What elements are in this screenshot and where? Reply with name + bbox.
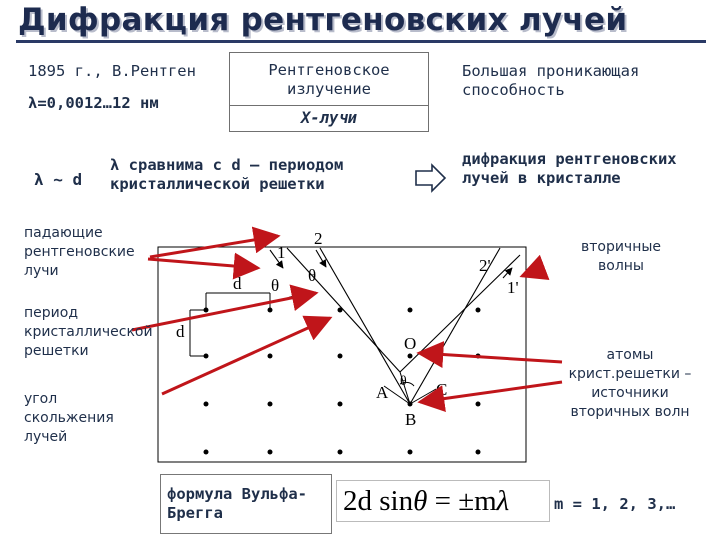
title-underline <box>16 40 706 43</box>
atom <box>337 353 343 359</box>
point-B-label: B <box>405 410 416 429</box>
page-title: Дифракция рентгеновских лучей <box>18 2 628 38</box>
point-C-label: C <box>436 380 447 399</box>
atom <box>267 449 273 455</box>
pointer-arrows <box>131 226 563 412</box>
point-O-label: O <box>404 334 416 353</box>
atom <box>267 353 273 359</box>
atom <box>203 449 209 455</box>
atom <box>475 449 481 455</box>
wavelength-range: λ=0,0012…12 нм <box>28 94 159 112</box>
atoms-label: атомы крист.решетки – источники вторичны… <box>568 347 692 420</box>
lambda-compare: λ сравнима с d – периодом кристаллическо… <box>110 156 344 193</box>
atom <box>203 401 209 407</box>
xray-box-top: Рентгеновское излучение <box>268 61 390 98</box>
formula-part-b: = ±m <box>427 485 497 517</box>
lambda-approx: λ ~ d <box>34 170 83 189</box>
d-horizontal-label: d <box>233 274 242 293</box>
formula-theta: θ <box>413 485 428 517</box>
formula-lambda: λ <box>496 485 510 517</box>
incident-rays <box>269 247 411 405</box>
atom <box>267 401 273 407</box>
formula-label-box: формула Вульфа-Брегга <box>160 474 332 534</box>
ray-1-label: 1 <box>277 243 286 262</box>
atom <box>475 401 481 407</box>
secondary-label: вторичные волны <box>580 239 662 274</box>
atom <box>337 401 343 407</box>
point-A-label: A <box>376 383 389 402</box>
m-values: m = 1, 2, 3,… <box>554 495 676 513</box>
incident-label: падающие рентгеновские лучи <box>24 225 135 279</box>
implies-arrow-icon <box>415 163 447 193</box>
formula-part-a: 2d sin <box>343 485 414 517</box>
atom <box>407 307 413 313</box>
d-vertical-label: d <box>176 322 185 341</box>
atom <box>337 449 343 455</box>
conclusion-text: дифракция рентгеновских лучей в кристалл… <box>462 150 677 187</box>
theta-label-2: θ <box>308 266 316 285</box>
atom <box>337 307 343 313</box>
xray-box-bottom: X-лучи <box>301 109 357 127</box>
ray-2-label: 2 <box>314 229 323 248</box>
atom <box>475 307 481 313</box>
formula-label: формула Вульфа-Брегга <box>167 485 307 522</box>
penetrating-text: Большая проникающая способность <box>462 62 640 99</box>
period-label: период кристаллической решетки <box>24 305 153 359</box>
ray-2p-label: 2' <box>479 256 491 275</box>
atom <box>407 353 413 359</box>
ray-1p-label: 1' <box>507 278 519 297</box>
xray-box: Рентгеновское излучение X-лучи <box>229 52 429 132</box>
lattice-atoms <box>203 307 481 455</box>
atom <box>407 449 413 455</box>
theta-label-3: θ <box>400 374 407 389</box>
bragg-formula: 2d sinθ = ±mλ <box>336 480 550 522</box>
angle-label: угол скольжения лучей <box>24 391 114 445</box>
theta-label: θ <box>271 276 279 295</box>
year-author: 1895 г., В.Рентген <box>28 62 196 80</box>
